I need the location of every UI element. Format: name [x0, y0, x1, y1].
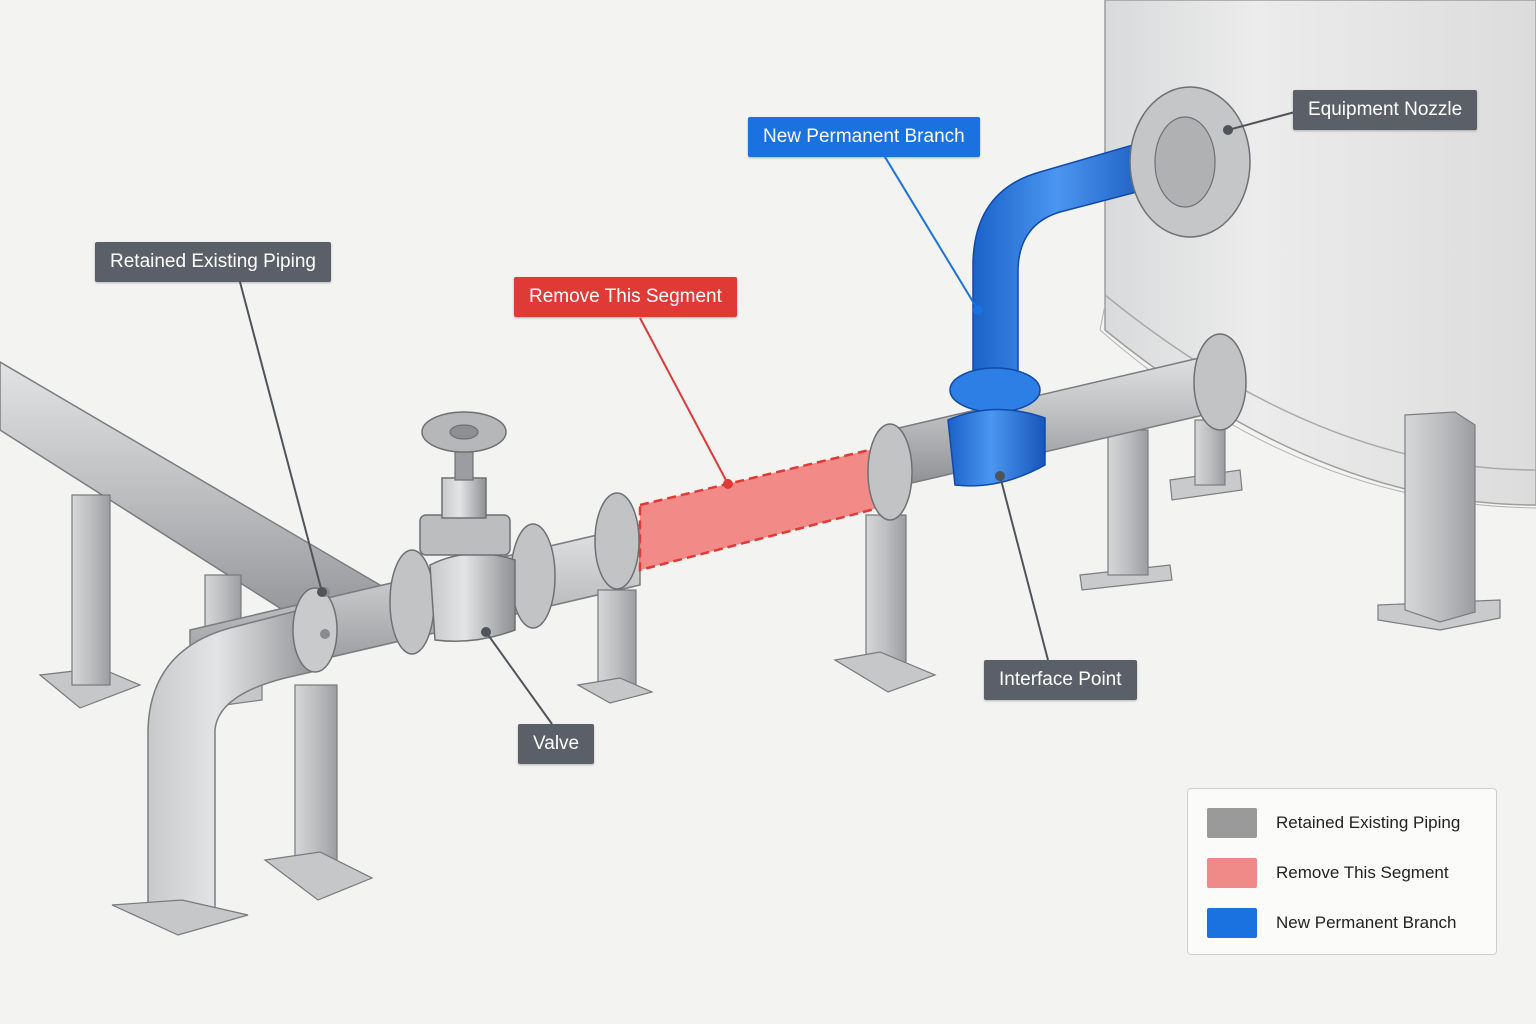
- front-left-support: [263, 684, 374, 901]
- callout-retained-existing-piping: Retained Existing Piping: [95, 242, 331, 282]
- legend-swatch-remove: [1207, 858, 1257, 888]
- legend-swatch-new-branch: [1207, 908, 1257, 938]
- equipment-nozzle-flange: [1129, 86, 1251, 238]
- left-elbow: [111, 609, 321, 936]
- callout-valve: Valve: [518, 724, 595, 764]
- legend-item-retained: Retained Existing Piping: [1207, 808, 1460, 838]
- legend-swatch-retained: [1207, 808, 1257, 838]
- tank-legs: [1079, 411, 1501, 631]
- legend-item-new-branch: New Permanent Branch: [1207, 908, 1456, 938]
- legend-label-retained: Retained Existing Piping: [1276, 813, 1461, 832]
- legend: Retained Existing Piping Remove This Seg…: [1187, 788, 1497, 955]
- removal-segment: [638, 443, 901, 572]
- callout-remove-this-segment: Remove This Segment: [514, 277, 737, 317]
- legend-item-remove: Remove This Segment: [1207, 858, 1449, 888]
- legend-label-new-branch: New Permanent Branch: [1276, 913, 1457, 932]
- callout-new-permanent-branch: New Permanent Branch: [748, 117, 980, 157]
- callout-interface-point: Interface Point: [984, 660, 1137, 700]
- gate-valve: [419, 411, 516, 642]
- main-line-flanges: [389, 333, 1247, 655]
- pipe-clamp: [292, 587, 338, 673]
- leader-lines: [239, 111, 1296, 725]
- callout-equipment-nozzle: Equipment Nozzle: [1293, 90, 1478, 130]
- legend-label-remove: Remove This Segment: [1276, 863, 1449, 882]
- main-run-supports: [576, 514, 937, 704]
